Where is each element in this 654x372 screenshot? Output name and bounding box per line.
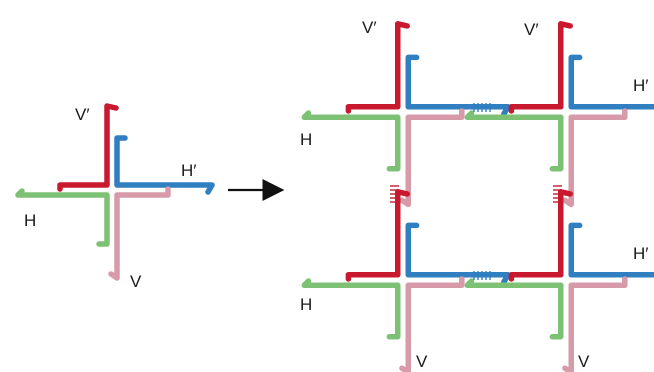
lattice-label-h-2: H bbox=[300, 295, 312, 314]
junctions-layer bbox=[15, 21, 654, 372]
red-strand bbox=[508, 189, 573, 282]
green-strand bbox=[301, 110, 401, 172]
sticky-end-bond-top bbox=[473, 103, 491, 112]
pink-strand bbox=[562, 108, 628, 208]
green-strand bbox=[301, 278, 401, 340]
sticky-end-bond-left bbox=[390, 185, 399, 203]
green-strand bbox=[464, 110, 564, 172]
blue-strand bbox=[405, 54, 511, 117]
sticky-end-bond-bottom bbox=[473, 271, 491, 280]
red-strand bbox=[345, 189, 410, 282]
dna-junction-lattice-bottom-left bbox=[301, 189, 511, 372]
blue-strand bbox=[568, 54, 654, 110]
single-label-v: V bbox=[130, 272, 142, 291]
lattice-label-v-prime-2: V′ bbox=[524, 20, 539, 39]
red-strand bbox=[345, 21, 410, 114]
lattice-label-v-2: V bbox=[578, 352, 590, 371]
single-label-h-prime: H′ bbox=[181, 161, 196, 180]
green-strand bbox=[464, 278, 564, 340]
blue-strand bbox=[405, 222, 511, 285]
lattice-label-h-1: H bbox=[300, 130, 312, 149]
lattice-label-v-prime-1: V′ bbox=[362, 18, 377, 37]
single-label-v-prime: V′ bbox=[75, 105, 90, 124]
lattice-label-v-1: V bbox=[416, 352, 428, 371]
dna-junction-single bbox=[15, 103, 215, 281]
pink-strand bbox=[562, 276, 628, 372]
dna-junction-lattice-top-left bbox=[301, 21, 511, 208]
lattice-label-h-prime-2: H′ bbox=[633, 244, 648, 263]
pink-strand bbox=[399, 108, 465, 208]
dna-junction-lattice-bottom-right bbox=[464, 189, 654, 372]
pink-strand bbox=[108, 186, 171, 281]
dna-junction-lattice-top-right bbox=[464, 21, 654, 208]
pink-strand bbox=[399, 276, 465, 372]
green-strand bbox=[15, 188, 110, 247]
single-label-h: H bbox=[24, 211, 36, 230]
red-strand bbox=[508, 21, 573, 114]
sticky-end-bonds-layer bbox=[390, 103, 562, 280]
lattice-label-h-prime-1: H′ bbox=[633, 76, 648, 95]
blue-strand bbox=[114, 135, 215, 195]
sticky-end-bond-right bbox=[553, 185, 562, 203]
blue-strand bbox=[568, 222, 654, 278]
red-strand bbox=[57, 103, 119, 192]
